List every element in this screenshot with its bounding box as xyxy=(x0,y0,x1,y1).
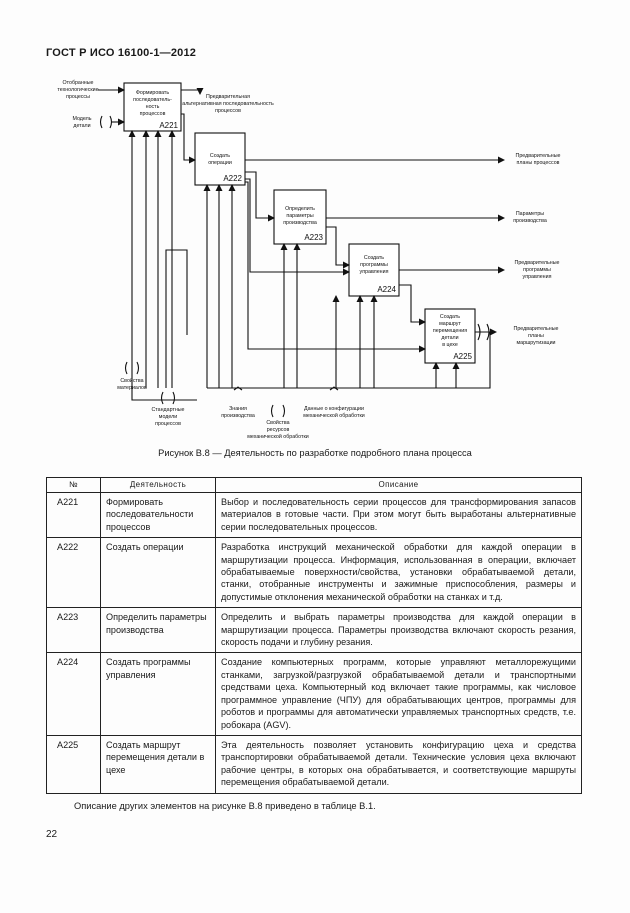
mech-resources-3: механической обработки xyxy=(247,433,308,440)
row-code: A223 xyxy=(46,607,101,654)
mech-standard-models-2: модели xyxy=(159,414,177,420)
row-code: A224 xyxy=(46,652,101,736)
output-alt-sequence-3: процессов xyxy=(215,108,241,114)
a225-label-2: маршрут xyxy=(439,321,461,327)
row-description: Создание компьютерных программ, которые … xyxy=(215,652,582,736)
a224-label-1: Создать xyxy=(364,255,384,261)
mech-configuration-2: механической обработки xyxy=(303,412,364,419)
row-code: A222 xyxy=(46,537,101,609)
output-alt-sequence-1: Предварительная xyxy=(206,94,250,100)
row-description: Определить и выбрать параметры производс… xyxy=(215,607,582,654)
row-activity: Создать маршрут перемещения детали в цех… xyxy=(100,734,216,794)
input-selected-processes-1: Отобранные xyxy=(63,80,94,86)
mech-production-knowledge-1: Знания xyxy=(229,406,247,412)
a224-label-2: программы xyxy=(360,262,388,268)
a225-label-3: перемещения xyxy=(433,328,467,334)
a223-label-1: Определить xyxy=(285,206,315,212)
output-process-plans-2: планы процессов xyxy=(517,160,560,166)
a223-code: A223 xyxy=(304,233,323,242)
a222-label-1: Создать xyxy=(210,153,230,159)
header-description: Описание xyxy=(215,477,582,493)
a225-label-1: Создать xyxy=(440,314,460,320)
a221-label-2: последователь- xyxy=(133,97,172,103)
input-selected-processes-3: процессы xyxy=(66,94,90,100)
mech-production-knowledge-2: производства xyxy=(221,413,255,419)
row-activity: Создать операции xyxy=(100,537,216,609)
mech-resources-2: ресурсов xyxy=(267,427,290,433)
activity-box-a225 xyxy=(424,308,476,364)
table-row: A224 Создать программы управления Создан… xyxy=(46,652,582,736)
row-description: Разработка инструкций механической обраб… xyxy=(215,537,582,609)
row-activity: Определить параметры производства xyxy=(100,607,216,654)
a221-label-4: процессов xyxy=(140,111,166,117)
table-row: A222 Создать операции Разработка инструк… xyxy=(46,537,582,609)
page-number: 22 xyxy=(46,829,58,840)
a221-label-1: Формировать xyxy=(136,90,169,96)
a222-label-2: операции xyxy=(208,160,232,166)
document-header: ГОСТ Р ИСО 16100-1—2012 xyxy=(46,47,197,59)
mech-material-properties-1: Свойства xyxy=(120,377,143,384)
table-header-row: № Деятельность Описание xyxy=(46,477,582,493)
row-code: A225 xyxy=(46,734,101,794)
row-activity: Формировать последовательности процессов xyxy=(100,491,216,539)
output-alt-sequence-2: альтернативная последовательность xyxy=(182,101,274,107)
mech-configuration-1: Данные о конфигурации xyxy=(304,406,364,412)
output-routing-plans-2: планы xyxy=(528,333,544,339)
input-part-model-2: детали xyxy=(73,123,90,129)
idef0-diagram: Формировать последователь- ность процесс… xyxy=(57,80,561,440)
activity-box-a221 xyxy=(123,82,182,132)
mech-resources-1: Свойства xyxy=(266,419,289,426)
output-parameters-2: производства xyxy=(513,218,547,224)
a223-label-3: производства xyxy=(283,220,317,226)
output-routing-plans-3: маршрутизации xyxy=(516,340,555,346)
a224-label-3: управления xyxy=(360,269,389,275)
a225-label-5: в цехе xyxy=(442,342,458,348)
a224-code: A224 xyxy=(377,285,396,294)
header-number: № xyxy=(46,477,101,493)
header-activity: Деятельность xyxy=(100,477,216,493)
row-code: A221 xyxy=(46,491,101,539)
output-routing-plans-1: Предварительные xyxy=(514,326,559,332)
output-parameters-1: Параметры xyxy=(516,211,544,217)
table-row: A221 Формировать последовательности проц… xyxy=(46,491,582,539)
output-control-programs-2: программы xyxy=(523,267,551,273)
activity-table: № Деятельность Описание A221 Формировать… xyxy=(46,477,582,794)
row-description: Эта деятельность позволяет установить ко… xyxy=(215,734,582,794)
output-control-programs-1: Предварительные xyxy=(515,260,560,266)
input-part-model-1: Модель xyxy=(72,116,91,122)
figure-caption: Рисунок В.8 — Деятельность по разработке… xyxy=(158,448,472,458)
output-control-programs-3: управления xyxy=(523,274,552,280)
row-description: Выбор и последовательность серии процесс… xyxy=(215,491,582,539)
a225-code: A225 xyxy=(453,352,472,361)
row-activity: Создать программы управления xyxy=(100,652,216,736)
table-row: A225 Создать маршрут перемещения детали … xyxy=(46,734,582,794)
input-selected-processes-2: технологические xyxy=(57,87,98,93)
output-process-plans-1: Предварительные xyxy=(516,153,561,159)
mech-material-properties-2: материалов xyxy=(117,385,147,391)
a223-label-2: параметры xyxy=(286,213,313,219)
a221-label-3: ность xyxy=(146,104,160,110)
a225-label-4: детали xyxy=(441,335,458,341)
mech-standard-models-3: процессов xyxy=(155,421,181,427)
a221-code: A221 xyxy=(159,121,178,130)
table-note: Описание других элементов на рисунке В.8… xyxy=(74,801,376,811)
table-row: A223 Определить параметры производства О… xyxy=(46,607,582,654)
a222-code: A222 xyxy=(223,174,242,183)
mech-standard-models-1: Стандартные xyxy=(151,407,184,413)
